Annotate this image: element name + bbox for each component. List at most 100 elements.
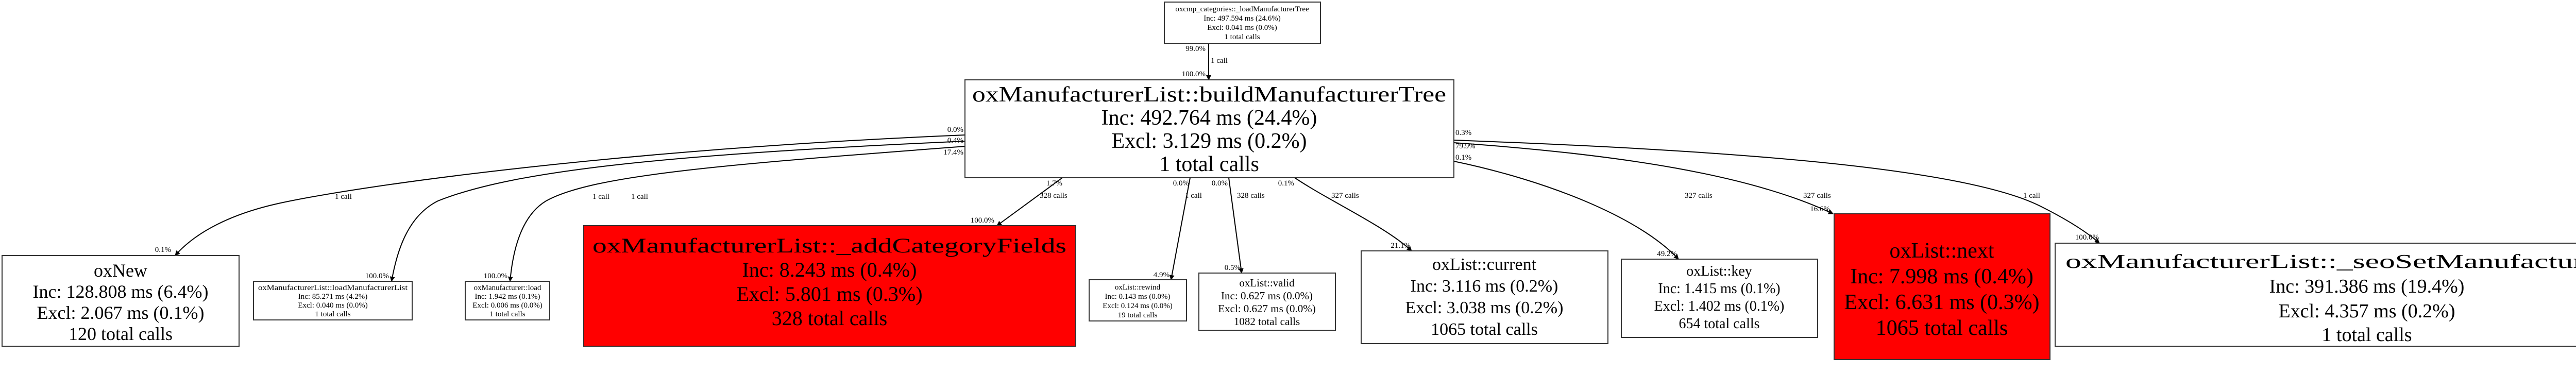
- node-excl: Excl: 0.006 ms (0.0%): [472, 301, 542, 310]
- node-excl: Excl: 0.627 ms (0.0%): [1218, 302, 1316, 315]
- node-manufacturer-load[interactable]: oxManufacturer::load Inc: 1.942 ms (0.1%…: [465, 281, 550, 320]
- node-calls: 1 total calls: [1224, 33, 1260, 41]
- node-excl: Excl: 3.038 ms (0.2%): [1405, 298, 1564, 317]
- node-excl: Excl: 5.801 ms (0.3%): [736, 282, 922, 306]
- node-current[interactable]: oxList::current Inc: 3.116 ms (0.2%) Exc…: [1361, 250, 1608, 344]
- node-name: oxManufacturerList::loadManufacturerList: [258, 284, 408, 292]
- node-name: oxNew: [94, 260, 147, 281]
- edge-head-label: 100.0%: [484, 272, 507, 280]
- node-name: oxList::key: [1686, 263, 1752, 279]
- node-inc: Inc: 3.116 ms (0.2%): [1411, 277, 1558, 296]
- node-calls: 654 total calls: [1679, 316, 1759, 332]
- edge-head-label: 0.1%: [155, 246, 171, 254]
- edge-seo: [1453, 140, 2100, 244]
- node-calls: 1 total calls: [1159, 152, 1259, 176]
- node-calls: 1065 total calls: [1876, 316, 2008, 340]
- edge-calls-label: 327 calls: [1685, 192, 1713, 200]
- edge-head-label: 4.9%: [1154, 271, 1170, 279]
- node-name: oxcmp_categories::_loadManufacturerTree: [1175, 5, 1309, 13]
- node-inc: Inc: 492.764 ms (24.4%): [1101, 106, 1317, 130]
- edge-tail-label: 0.3%: [1455, 129, 1471, 137]
- edge-head-label: 100.0%: [365, 272, 389, 280]
- node-loadmanufacturerlist[interactable]: oxManufacturerList::loadManufacturerList…: [253, 281, 413, 320]
- edge-calls-label: 327 calls: [1803, 192, 1831, 200]
- edge-addcat: [996, 177, 1063, 226]
- edge-calls-label: 1 call: [631, 193, 648, 201]
- node-inc: Inc: 0.627 ms (0.0%): [1221, 290, 1313, 302]
- node-key[interactable]: oxList::key Inc: 1.415 ms (0.1%) Excl: 1…: [1621, 259, 1818, 338]
- node-oxnew[interactable]: oxNew Inc: 128.808 ms (6.4%) Excl: 2.067…: [2, 255, 240, 347]
- edge-calls-label: 328 calls: [1237, 192, 1265, 200]
- node-name: oxList::current: [1432, 255, 1537, 274]
- node-inc: Inc: 497.594 ms (24.6%): [1204, 14, 1281, 23]
- node-excl: Excl: 3.129 ms (0.2%): [1111, 129, 1307, 153]
- node-name: oxList::next: [1890, 239, 1994, 263]
- node-excl: Excl: 0.041 ms (0.0%): [1207, 24, 1277, 32]
- edge-rewind: [1169, 177, 1191, 280]
- edge-load: [507, 146, 965, 282]
- edge-calls-label: 327 calls: [1331, 192, 1359, 200]
- node-valid[interactable]: oxList::valid Inc: 0.627 ms (0.0%) Excl:…: [1198, 273, 1336, 331]
- edge-calls-label: 1 call: [592, 193, 609, 201]
- node-calls: 1 total calls: [315, 310, 350, 318]
- edge-oxnew: [175, 134, 965, 256]
- edge-tail-label: 0.0%: [947, 126, 963, 134]
- node-inc: Inc: 1.415 ms (0.1%): [1658, 281, 1780, 297]
- node-caller[interactable]: oxcmp_categories::_loadManufacturerTree …: [1164, 2, 1321, 44]
- edge-tail-label: 0.1%: [1278, 179, 1294, 188]
- edge-current: [1294, 177, 1412, 251]
- edge-head-label: 100.0%: [1182, 70, 1206, 78]
- edge-tail-label: 79.9%: [1455, 142, 1476, 150]
- node-inc: Inc: 85.271 ms (4.2%): [298, 293, 368, 301]
- edge-tail-label: 17.4%: [943, 148, 963, 157]
- node-excl: Excl: 0.040 ms (0.0%): [298, 301, 367, 310]
- node-calls: 120 total calls: [69, 324, 173, 344]
- edge-head-label: 0.5%: [1225, 264, 1241, 272]
- edges: [175, 43, 2100, 282]
- node-name: oxManufacturer::load: [474, 284, 541, 292]
- edge-head-label: 21.1%: [1391, 242, 1411, 250]
- edge-next: [1453, 142, 1834, 214]
- node-excl: Excl: 0.124 ms (0.0%): [1103, 302, 1172, 310]
- edge-loadlist: [389, 141, 965, 282]
- node-inc: Inc: 391.386 ms (19.4%): [2269, 276, 2465, 297]
- edge-calls-label: 1 call: [335, 193, 352, 201]
- node-excl: Excl: 2.067 ms (0.1%): [37, 302, 205, 323]
- edge-tail-label: 0.1%: [1455, 154, 1471, 162]
- edge-valid: [1228, 177, 1244, 274]
- edge-tail-label: 99.0%: [1185, 45, 1206, 53]
- edge-calls-label: 1 call: [1185, 192, 1202, 200]
- node-calls: 1 total calls: [2321, 324, 2412, 346]
- node-calls: 1065 total calls: [1431, 320, 1538, 339]
- node-excl: Excl: 1.402 ms (0.1%): [1654, 298, 1785, 314]
- edge-calls-label: 1 call: [2023, 192, 2040, 200]
- node-inc: Inc: 0.143 ms (0.0%): [1105, 293, 1170, 301]
- node-seosetmanufacturerdata[interactable]: oxManufacturerList::_seoSetManufacturerD…: [2055, 243, 2576, 347]
- node-excl: Excl: 4.357 ms (0.2%): [2278, 300, 2455, 322]
- node-name: oxList::valid: [1239, 277, 1295, 289]
- node-inc: Inc: 1.942 ms (0.1%): [474, 293, 540, 301]
- node-addcategoryfields[interactable]: oxManufacturerList::_addCategoryFields I…: [583, 225, 1076, 347]
- node-inc: Inc: 8.243 ms (0.4%): [742, 258, 917, 281]
- edge-key: [1453, 161, 1679, 260]
- edge-tail-label: 1.7%: [1046, 179, 1062, 188]
- edge-labels: 99.0% 1 call 100.0% 0.0% 1 call 0.1% 0.4…: [155, 45, 2099, 280]
- node-calls: 1082 total calls: [1234, 315, 1300, 328]
- node-name: oxManufacturerList::_seoSetManufacturerD…: [2065, 251, 2576, 273]
- edge-tail-label: 0.0%: [1173, 179, 1189, 188]
- edge-calls-label: 328 calls: [1040, 192, 1067, 200]
- edge-tail-label: 0.0%: [1212, 179, 1228, 188]
- node-inc: Inc: 7.998 ms (0.4%): [1850, 265, 2033, 289]
- edge-head-label: 49.2%: [1657, 250, 1677, 258]
- node-calls: 1 total calls: [489, 310, 525, 318]
- node-main[interactable]: oxManufacturerList::buildManufacturerTre…: [964, 79, 1454, 178]
- node-name: oxList::rewind: [1115, 283, 1161, 292]
- node-next[interactable]: oxList::next Inc: 7.998 ms (0.4%) Excl: …: [1834, 213, 2050, 360]
- node-calls: 328 total calls: [772, 307, 887, 330]
- node-excl: Excl: 6.631 ms (0.3%): [1844, 291, 2039, 314]
- edge-head-label: 100.0%: [2075, 233, 2099, 242]
- edge-tail-label: 0.4%: [947, 137, 963, 145]
- node-rewind[interactable]: oxList::rewind Inc: 0.143 ms (0.0%) Excl…: [1089, 279, 1187, 321]
- node-inc: Inc: 128.808 ms (6.4%): [33, 281, 209, 302]
